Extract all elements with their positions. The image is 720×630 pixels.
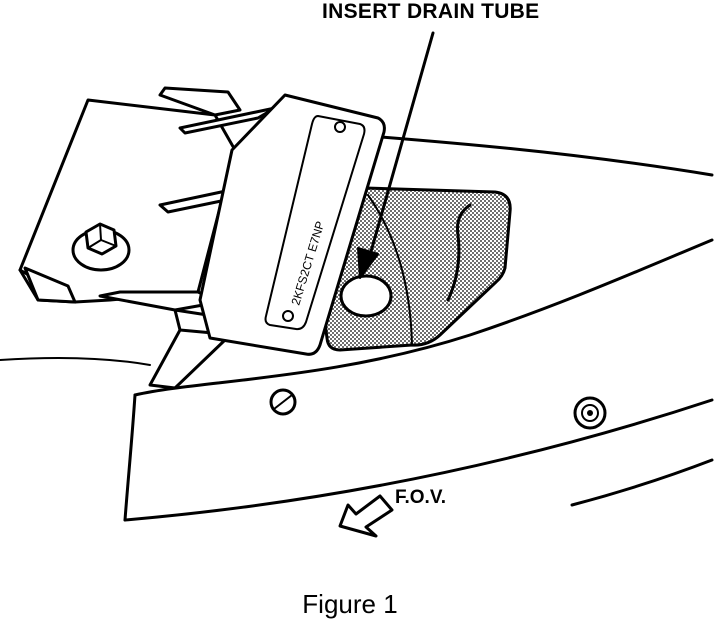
callout-label: INSERT DRAIN TUBE	[322, 0, 539, 23]
drain-hole	[339, 274, 393, 318]
hex-bolt	[71, 222, 131, 272]
callout-arrow	[357, 31, 435, 279]
fov-arrow	[338, 494, 394, 538]
figure-caption: Figure 1	[302, 589, 398, 619]
panel-screw-left	[269, 388, 297, 416]
panel-screw-right	[573, 396, 607, 430]
fov-label: F.O.V.	[395, 487, 446, 508]
body-panel	[0, 130, 714, 522]
id-plate: 2KFS2CT E7NP	[198, 93, 386, 356]
